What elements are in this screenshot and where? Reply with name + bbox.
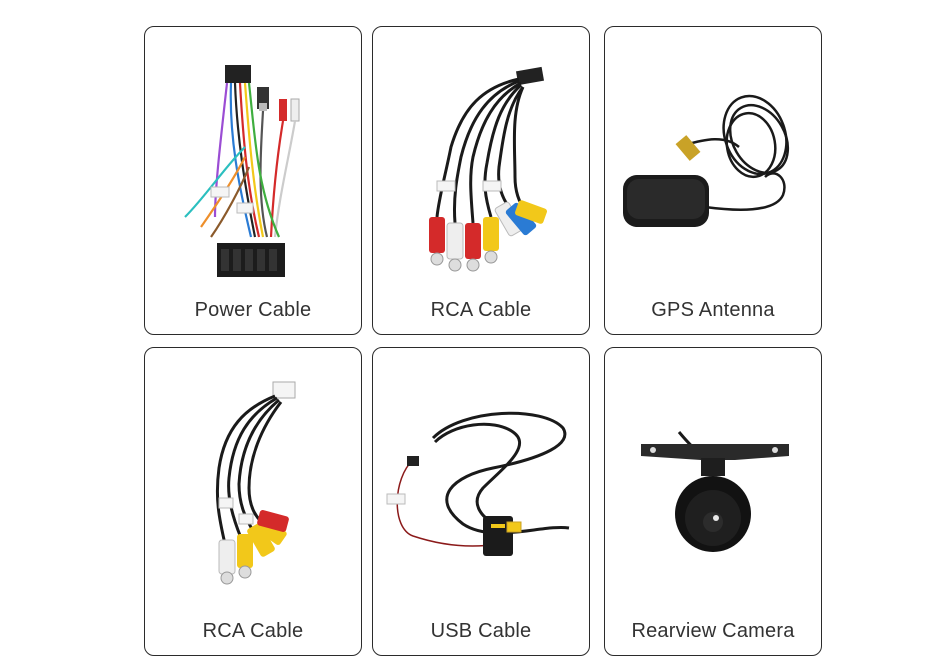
product-label: GPS Antenna — [651, 299, 775, 321]
rca-cable-image — [429, 66, 547, 272]
usb-cable-image — [386, 411, 570, 556]
product-label: RCA Cable — [202, 620, 304, 642]
product-label: Rearview Camera — [631, 620, 795, 642]
product-card-rearview-camera[interactable]: Rearview Camera — [604, 347, 822, 656]
product-label: RCA Cable — [430, 299, 532, 321]
product-card-usb-cable[interactable]: USB Cable — [372, 347, 590, 656]
product-card-rca-cable[interactable]: RCA Cable — [144, 347, 362, 656]
product-label: USB Cable — [430, 620, 532, 642]
rearview-camera-image — [641, 431, 789, 552]
product-card-rca-cable[interactable]: RCA Cable — [372, 26, 590, 335]
gps-antenna-image — [623, 94, 790, 227]
product-label: Power Cable — [194, 299, 312, 321]
product-card-gps-antenna[interactable]: GPS Antenna — [604, 26, 822, 335]
rca-cable-image — [215, 381, 296, 585]
power-cable-harness-image — [184, 65, 300, 277]
product-card-power-cable[interactable]: Power Cable — [144, 26, 362, 335]
